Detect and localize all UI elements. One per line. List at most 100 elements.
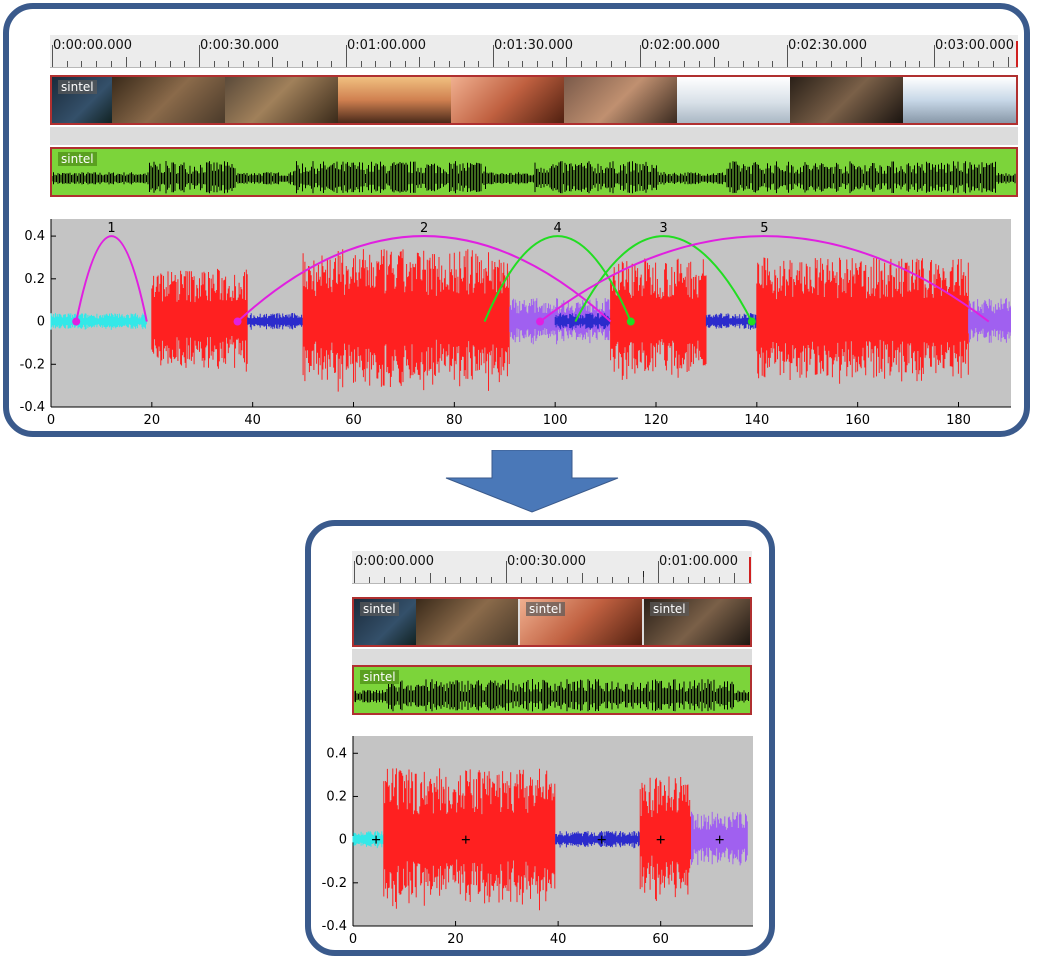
video-thumbnail <box>451 77 564 123</box>
arc-label: 1 <box>107 221 115 236</box>
ruler-tick <box>1008 57 1009 67</box>
ruler-tick <box>430 573 431 583</box>
ruler-label: 0:02:00.000 <box>641 38 721 53</box>
ruler-tick <box>640 45 641 67</box>
ruler-tick <box>714 57 715 67</box>
ruler-tick <box>508 61 509 67</box>
playhead-marker[interactable] <box>1016 41 1018 67</box>
arc-endpoint <box>72 317 81 326</box>
ruler-tick <box>476 577 477 583</box>
ruler-tick <box>126 57 127 67</box>
video-clip-label: sintel <box>58 80 97 94</box>
arc-label: 5 <box>760 221 768 236</box>
audio-track[interactable]: sintel <box>352 665 752 715</box>
ruler-tick <box>919 61 920 67</box>
ruler-tick <box>272 57 273 67</box>
ruler-tick <box>445 577 446 583</box>
ruler-tick <box>611 61 612 67</box>
video-thumbnail <box>225 77 338 123</box>
ruler-tick <box>375 61 376 67</box>
ruler-tick <box>537 61 538 67</box>
audio-waveform <box>354 679 749 712</box>
y-tick-label: 0.2 <box>326 789 347 804</box>
ruler-tick <box>699 61 700 67</box>
ruler-tick <box>552 577 553 583</box>
video-thumbnail <box>338 77 451 123</box>
waveform-segment-blue <box>554 313 611 330</box>
transition-arc <box>75 235 148 322</box>
ruler-tick <box>846 61 847 67</box>
ruler-tick <box>199 45 200 67</box>
ruler-tick <box>816 61 817 67</box>
ruler-label: 0:01:00.000 <box>659 554 739 569</box>
waveform-segment-red <box>756 257 969 384</box>
ruler-tick <box>905 61 906 67</box>
ruler-label: 0:01:00.000 <box>347 38 427 53</box>
clip-divider <box>642 599 644 645</box>
x-tick-label: 60 <box>652 932 669 946</box>
ruler-tick <box>704 577 705 583</box>
video-thumbnail <box>564 77 677 123</box>
y-tick-label: 0.4 <box>24 229 45 244</box>
y-tick-label: -0.2 <box>20 357 45 372</box>
segment-center-marker <box>461 835 470 844</box>
ruler-tick <box>478 61 479 67</box>
x-tick-label: 80 <box>446 413 463 428</box>
ruler-tick <box>96 61 97 67</box>
playhead-marker[interactable] <box>749 557 751 583</box>
ruler-tick <box>875 61 876 67</box>
x-tick-label: 0 <box>349 932 357 946</box>
ruler-tick <box>772 61 773 67</box>
ruler-tick <box>434 61 435 67</box>
video-thumbnail <box>416 599 518 645</box>
ruler-tick <box>521 577 522 583</box>
video-clip-label: sintel <box>650 602 689 616</box>
ruler-tick <box>522 61 523 67</box>
audio-waveform-path <box>52 161 1016 194</box>
bottom-panel: 0:00:00.000 0:00:30.000 0:01:00.000 sint… <box>305 520 775 956</box>
timeline-ruler[interactable]: 0:00:00.000 0:00:30.000 0:01:00.000 <box>352 551 752 584</box>
video-track[interactable]: sintel <box>50 75 1018 125</box>
ruler-tick <box>460 577 461 583</box>
ruler-tick <box>52 45 53 67</box>
audio-track[interactable]: sintel <box>50 147 1018 197</box>
ruler-tick <box>802 61 803 67</box>
ruler-tick <box>758 61 759 67</box>
y-tick-label: -0.2 <box>322 876 347 891</box>
ruler-tick <box>993 61 994 67</box>
track-gap <box>352 649 752 665</box>
x-tick-label: 160 <box>845 413 870 428</box>
ruler-tick <box>643 577 644 583</box>
ruler-tick <box>464 61 465 67</box>
ruler-tick <box>346 45 347 67</box>
y-tick-label: -0.4 <box>322 919 347 934</box>
ruler-tick <box>566 57 567 67</box>
y-tick-label: 0.4 <box>326 746 347 761</box>
timeline-ruler[interactable]: 0:00:00.000 0:00:30.000 0:01:00.000 0:01… <box>50 35 1018 68</box>
ruler-tick <box>934 45 935 67</box>
ruler-label: 0:01:30.000 <box>494 38 574 53</box>
ruler-tick <box>978 61 979 67</box>
x-tick-label: 180 <box>946 413 971 428</box>
ruler-tick <box>669 61 670 67</box>
ruler-tick <box>67 61 68 67</box>
x-tick-label: 20 <box>447 932 464 946</box>
waveform-segment-purple <box>691 811 748 866</box>
x-tick-label: 20 <box>144 413 161 428</box>
video-track[interactable]: sintel sintel sintel <box>352 597 752 647</box>
ruler-tick <box>228 61 229 67</box>
ruler-tick <box>449 61 450 67</box>
y-tick-label: 0.2 <box>24 272 45 287</box>
waveform-segment-cyan <box>50 313 147 330</box>
x-tick-label: 40 <box>550 932 567 946</box>
clip-divider <box>518 599 520 645</box>
ruler-tick <box>390 61 391 67</box>
ruler-tick <box>415 577 416 583</box>
ruler-tick <box>582 573 583 583</box>
arc-label: 4 <box>554 221 562 236</box>
ruler-tick <box>684 61 685 67</box>
transition-arc <box>539 235 990 323</box>
transition-arc <box>483 235 632 322</box>
